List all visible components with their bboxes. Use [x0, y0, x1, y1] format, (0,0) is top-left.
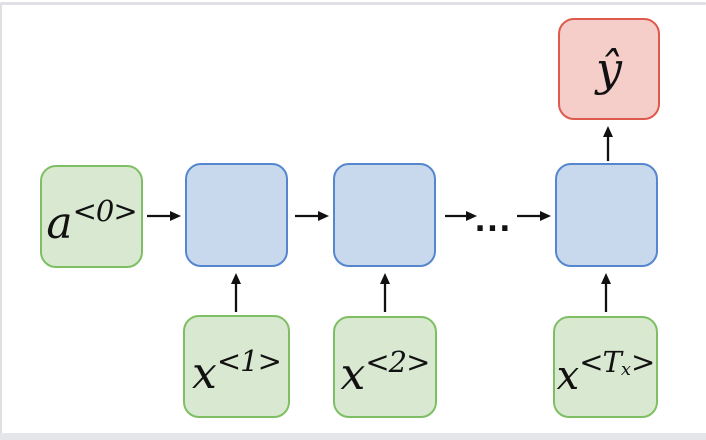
- node-x2: x<2>: [333, 316, 437, 418]
- node-x1-label: x<1>: [192, 344, 282, 399]
- node-x1: x<1>: [183, 315, 290, 418]
- frame-bottom-border: [0, 433, 706, 440]
- ellipsis: ...: [474, 204, 512, 239]
- node-yhat-label: ŷ: [596, 42, 622, 96]
- node-x2-label: x<2>: [340, 344, 431, 400]
- frame-left-border: [0, 3, 2, 433]
- node-xT-label: x<Tx>: [556, 345, 656, 399]
- node-a0: a<0>: [40, 165, 143, 268]
- node-xT: x<Tx>: [553, 316, 658, 418]
- rnn-cell-2: [333, 163, 436, 267]
- frame-top-border: [0, 2, 706, 5]
- rnn-cell-T: [555, 163, 658, 267]
- node-yhat: ŷ: [558, 18, 660, 120]
- node-a0-label: a<0>: [46, 194, 137, 249]
- rnn-cell-1: [185, 163, 288, 267]
